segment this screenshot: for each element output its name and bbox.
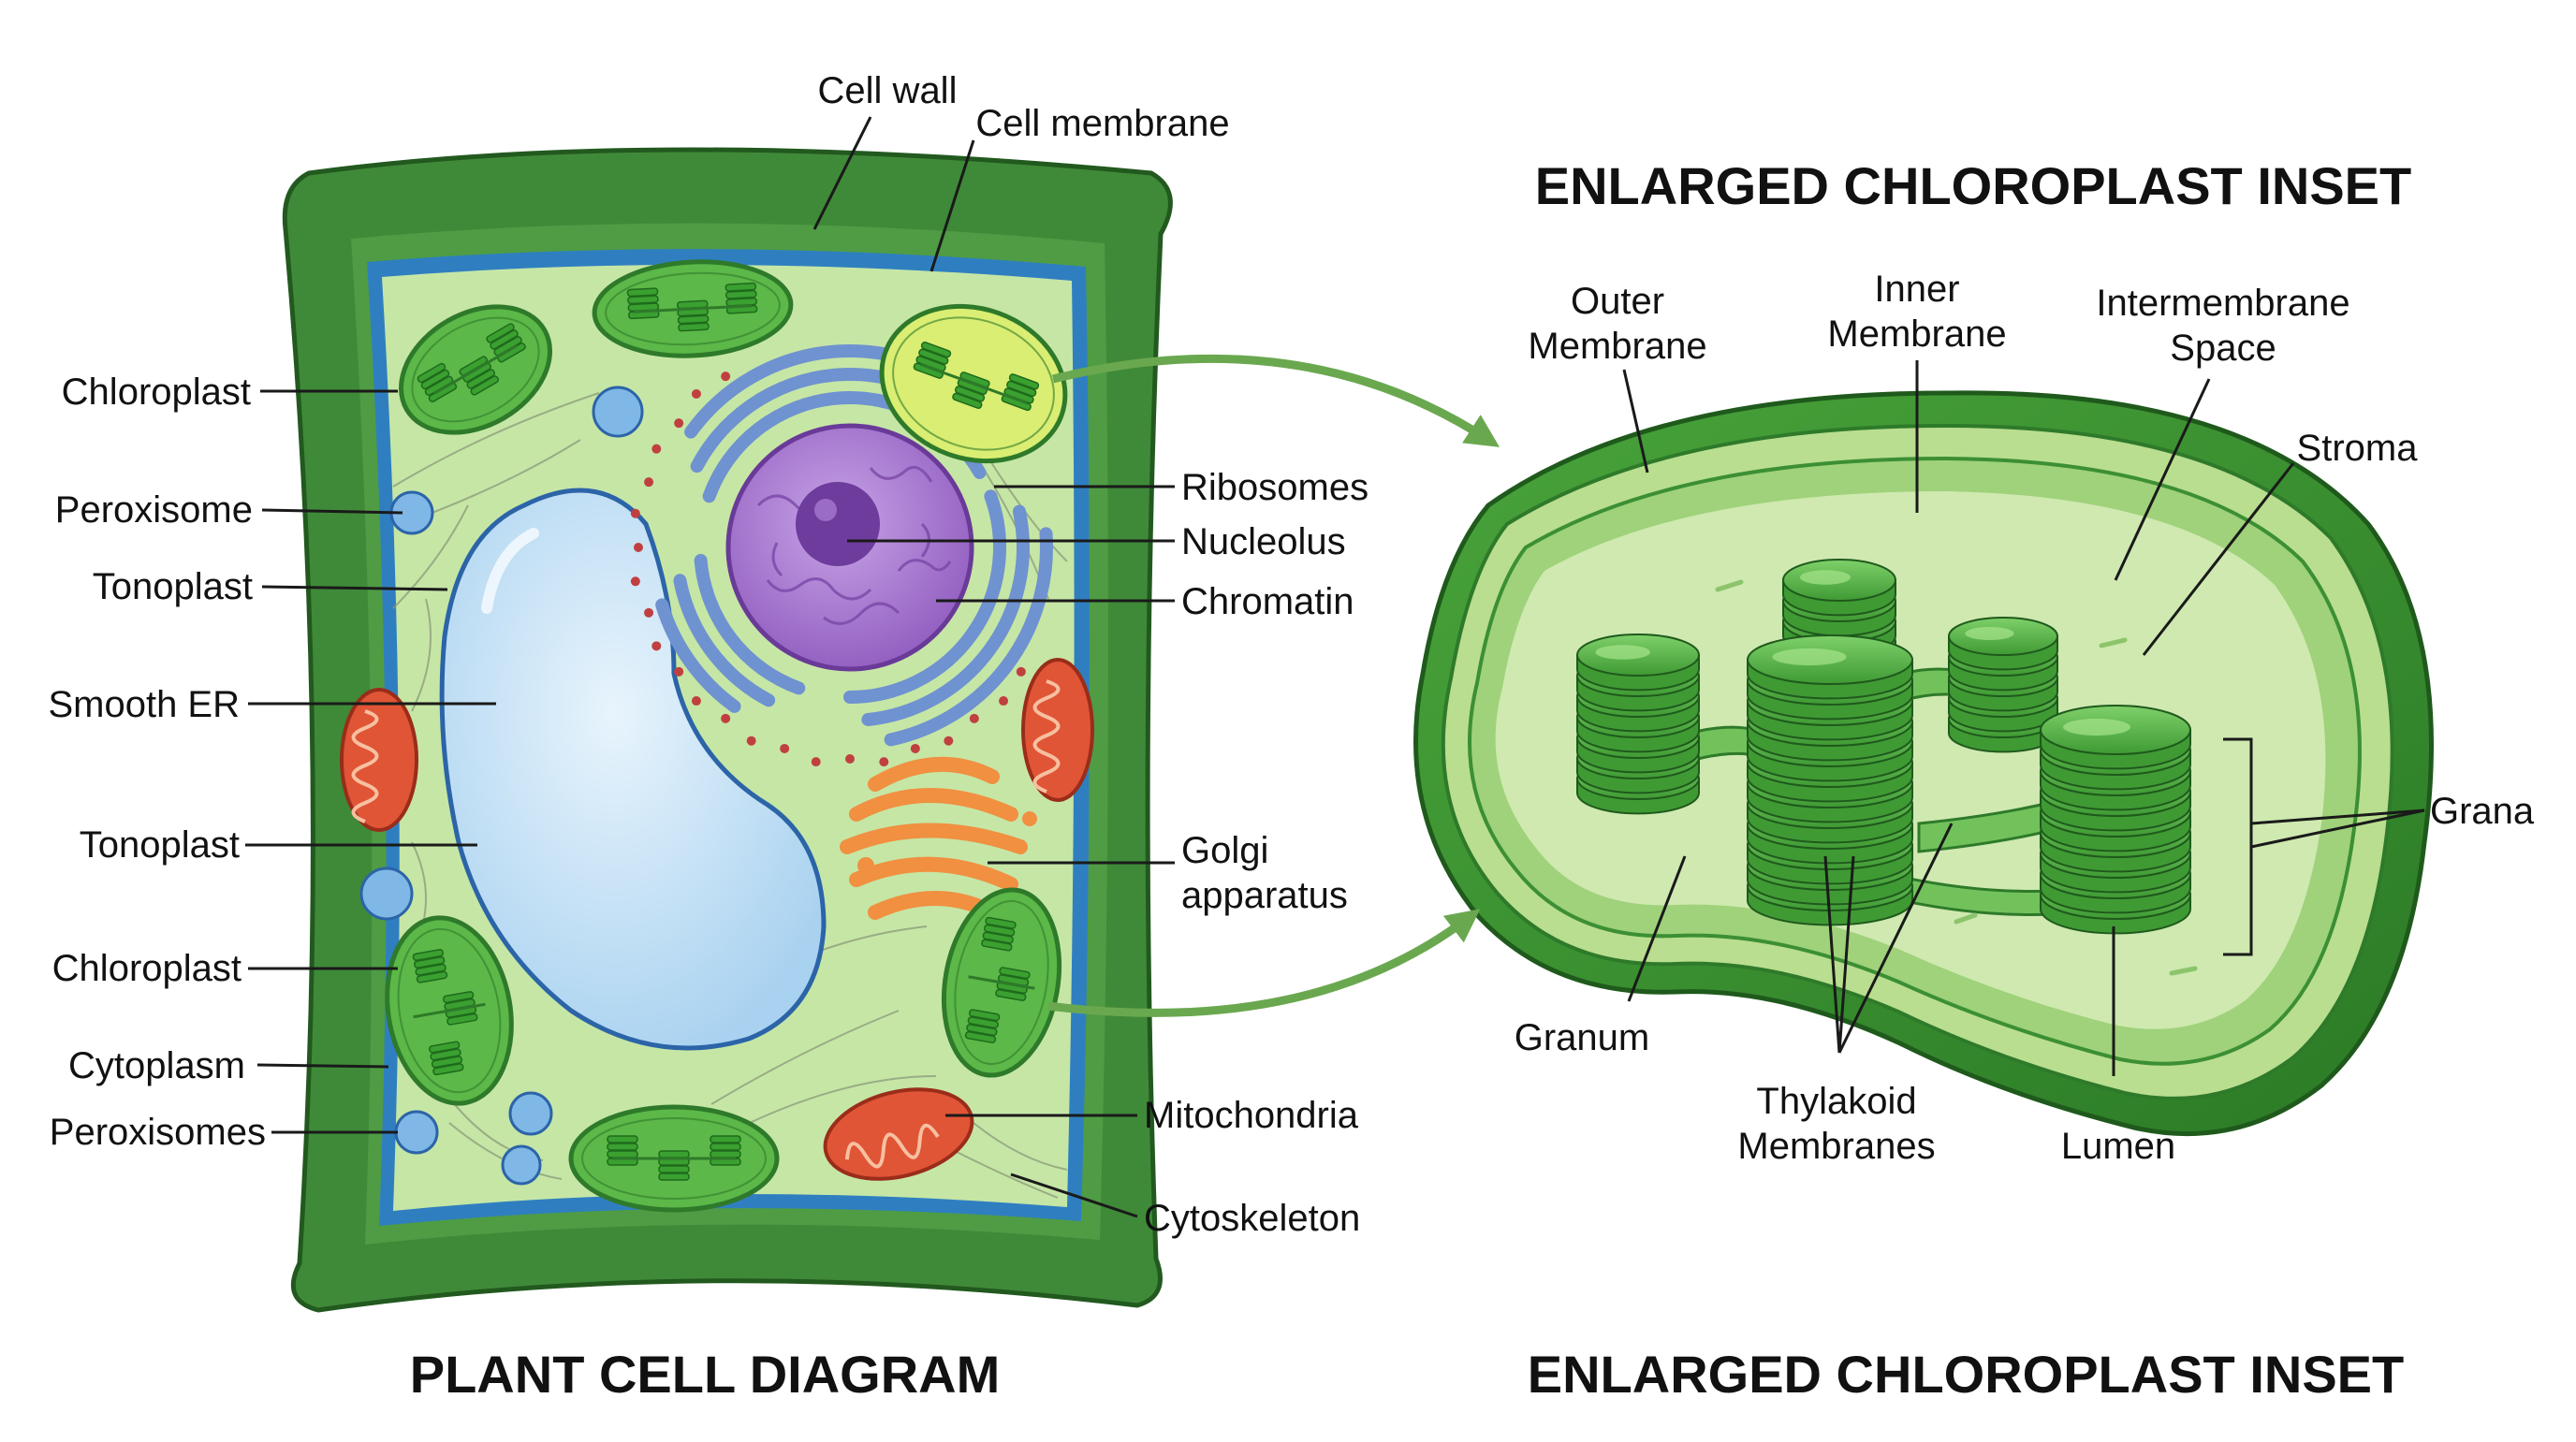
er-cisterna — [861, 504, 1030, 726]
label-cell-membrane: Cell membrane — [975, 103, 1229, 144]
chloroplast-upper-left — [399, 304, 552, 435]
ribosome-dot — [811, 757, 821, 767]
label-granum: Granum — [1515, 1017, 1650, 1058]
granum-left — [1576, 634, 1700, 815]
ribosome-dot — [721, 713, 731, 723]
ribosome-dot — [674, 418, 684, 429]
cell-chloroplasts — [385, 259, 1068, 1213]
er-cisterna — [884, 527, 1053, 747]
ribosome-dot — [651, 444, 662, 454]
title-inset-bottom: ENLARGED CHLOROPLAST INSET — [1528, 1345, 2404, 1404]
ribosome-dot — [634, 543, 643, 552]
ribosome-dot — [651, 641, 662, 651]
ribosome-dot — [691, 388, 701, 399]
label-chromatin: Chromatin — [1181, 581, 1354, 622]
stroma-details — [1715, 579, 2198, 976]
ribosome-dot — [1016, 666, 1026, 677]
ribosome-dot — [879, 757, 889, 767]
arrow-to-inset-bottom — [1047, 909, 1481, 1017]
title-cell: PLANT CELL DIAGRAM — [410, 1345, 1001, 1404]
label-thylakoid-line2: Membranes — [1737, 1126, 1935, 1167]
ribosome-dot — [674, 666, 684, 677]
label-cytoskeleton: Cytoskeleton — [1144, 1198, 1360, 1239]
ribosome-dot — [999, 696, 1009, 706]
label-intermembrane-line2: Space — [2170, 328, 2276, 369]
arrow-to-inset-top — [1051, 354, 1500, 447]
granum-center-front — [1747, 634, 1913, 926]
ribosome-dot — [691, 696, 701, 706]
label-chloroplast-2: Chloroplast — [52, 948, 242, 989]
mitochondrion-right — [1021, 658, 1094, 802]
ribosome-dot — [845, 754, 855, 764]
ribosome-dot — [721, 371, 731, 382]
ribosome-dot — [644, 607, 654, 618]
label-cytoplasm: Cytoplasm — [68, 1045, 245, 1086]
chloroplast-highlighted — [879, 303, 1068, 464]
plant-cell — [282, 147, 1173, 1313]
label-lumen: Lumen — [2061, 1126, 2175, 1167]
label-nucleolus: Nucleolus — [1181, 521, 1346, 562]
labels: Cell wall Cell membrane Chloroplast Pero… — [48, 70, 2534, 1404]
label-ribosomes: Ribosomes — [1181, 467, 1368, 508]
leader-lines — [245, 116, 2425, 1218]
label-golgi-line2: apparatus — [1181, 875, 1348, 916]
label-tonoplast-2: Tonoplast — [80, 824, 240, 866]
ribosome-dot — [944, 736, 954, 746]
label-stroma: Stroma — [2297, 428, 2419, 469]
label-outer-line1: Outer — [1571, 281, 1664, 322]
label-inner-line1: Inner — [1874, 269, 1959, 310]
ribosome-dot — [969, 713, 979, 723]
ribosome-dot — [746, 736, 756, 746]
ribosome-dot — [630, 576, 640, 587]
ribosome-dot — [910, 743, 920, 753]
mitochondrion-left — [340, 688, 418, 832]
vacuole-highlight — [481, 528, 539, 614]
grana — [1576, 559, 2191, 935]
title-inset-top: ENLARGED CHLOROPLAST INSET — [1535, 156, 2411, 215]
label-outer-line2: Membrane — [1528, 326, 1706, 367]
chloroplast-top — [592, 259, 794, 358]
label-chloroplast-1: Chloroplast — [62, 371, 251, 413]
label-golgi-line1: Golgi — [1181, 830, 1268, 871]
ribosome-dot — [630, 508, 640, 518]
er-cisterna — [843, 489, 1006, 704]
nucleolus — [796, 482, 880, 566]
chloroplast-lower-left — [385, 915, 514, 1106]
label-thylakoid-line1: Thylakoid — [1756, 1081, 1916, 1122]
chloroplast-bottom — [568, 1104, 780, 1213]
er-cisterna — [673, 574, 776, 707]
er-cisterna — [694, 553, 806, 695]
chloroplast-right — [941, 887, 1062, 1078]
label-inner-line2: Membrane — [1827, 313, 2006, 355]
label-grana: Grana — [2430, 791, 2535, 832]
ribosome-dot — [780, 743, 790, 753]
er-cisterna — [655, 598, 741, 713]
label-peroxisomes: Peroxisomes — [50, 1112, 266, 1153]
granum-right-front — [2040, 705, 2191, 935]
label-tonoplast-1: Tonoplast — [93, 566, 253, 607]
chloroplast-inset — [1413, 390, 2434, 1137]
ribosome-dot — [644, 477, 654, 488]
nucleolus-highlight — [814, 499, 837, 521]
label-cell-wall: Cell wall — [818, 70, 958, 111]
label-peroxisome: Peroxisome — [55, 489, 253, 531]
label-mitochondria: Mitochondria — [1144, 1095, 1359, 1136]
label-smooth-er: Smooth ER — [48, 684, 240, 725]
label-intermembrane-line1: Intermembrane — [2096, 283, 2349, 324]
